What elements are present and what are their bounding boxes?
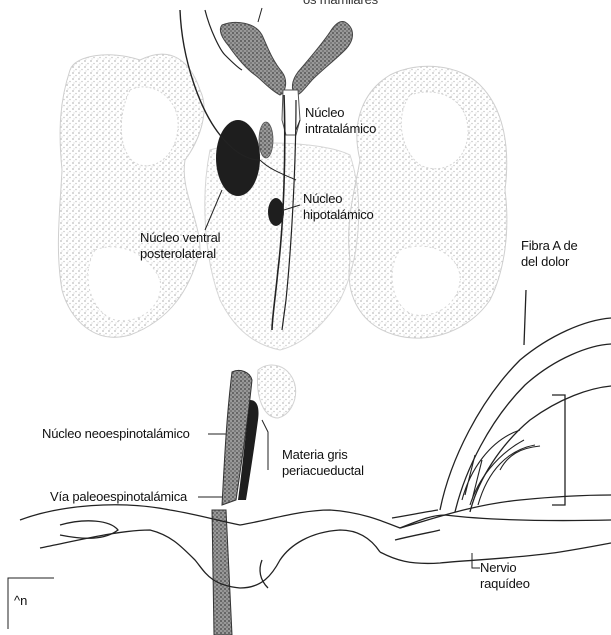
fibra-a-third bbox=[470, 386, 611, 512]
left-ventricle bbox=[220, 22, 285, 95]
nerve-bundle-c bbox=[395, 530, 440, 540]
periaqueductal-dots bbox=[257, 365, 295, 418]
top-tick bbox=[258, 8, 262, 22]
ganglion-fibers bbox=[462, 430, 540, 505]
cord-lobe-left bbox=[60, 521, 118, 538]
label-via-paleoespinotalamica: Vía paleoespinotalámica bbox=[50, 489, 187, 505]
brainstem-section bbox=[212, 365, 296, 635]
label-nucleo-ventral-posterolateral: Núcleo ventral posterolateral bbox=[140, 230, 220, 262]
label-nucleo-intratalamico: Núcleo intratalámico bbox=[305, 105, 376, 137]
nerve-bundle-a bbox=[400, 515, 611, 528]
right-ventricle bbox=[292, 21, 352, 95]
fibra-a-label-line bbox=[524, 290, 526, 345]
label-materia-gris-periacueductal: Materia gris periacueductal bbox=[282, 447, 364, 479]
cord-center-fold bbox=[260, 560, 268, 588]
spinal-tract bbox=[212, 510, 232, 635]
fibra-a-outer bbox=[440, 318, 611, 510]
label-fibra-a: Fibra A de del dolor bbox=[521, 238, 578, 270]
ganglion-bracket bbox=[552, 395, 565, 505]
label-nervio-raquideo: Nervio raquídeo bbox=[480, 560, 530, 592]
label-top-partial: os mamilares bbox=[303, 0, 378, 8]
corner-label: ^n bbox=[14, 593, 27, 608]
nucleo-intralaminar-shape bbox=[259, 122, 273, 158]
label-nucleo-neoespinotalamico: Núcleo neoespinotalámico bbox=[42, 426, 190, 442]
label-nucleo-hipotalamico: Núcleo hipotalámico bbox=[303, 191, 374, 223]
nucleo-ventral-posterolateral-shape bbox=[216, 120, 260, 196]
